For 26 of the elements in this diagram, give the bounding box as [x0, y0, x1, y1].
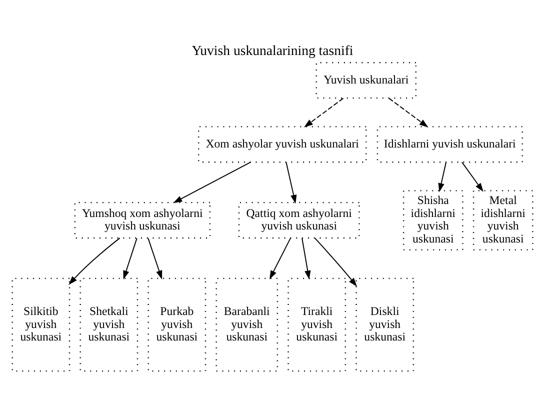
node-box: Barabanli yuvish uskunasi	[216, 277, 278, 372]
arrow	[388, 97, 428, 127]
node-box: Yumshoq xom ashyolarni yuvish uskunasi	[74, 201, 211, 238]
node-box: Qattiq xom ashyolarni yuvish uskunasi	[238, 201, 360, 238]
node-box: Shisha idishlarni yuvish uskunasi	[402, 190, 464, 250]
node-box: Xom ashyolar yuvish uskunalari	[198, 126, 367, 162]
node-box: Yuvish uskunalari	[316, 62, 416, 98]
arrow	[302, 237, 311, 280]
arrow	[148, 237, 162, 279]
diagram-title: Yuvish uskunalarining tasnifi	[192, 42, 354, 58]
arrow	[173, 161, 252, 203]
arrow	[269, 237, 291, 279]
node-box: Metal idishlarni yuvish uskunasi	[472, 190, 534, 250]
node-box: Silkitib yuvish uskunasi	[12, 277, 70, 372]
node-box: Shetkali yuvish uskunasi	[80, 277, 138, 372]
node-box: Purkab yuvish uskunasi	[148, 277, 206, 372]
arrow	[461, 161, 484, 192]
arrow	[68, 237, 120, 284]
arrow	[123, 237, 138, 279]
arrow	[314, 237, 358, 286]
node-box: Tirakli yuvish uskunasi	[288, 277, 346, 372]
node-box: Idishlarni yuvish uskunalari	[376, 126, 523, 162]
arrow	[304, 97, 344, 127]
arrow	[286, 161, 297, 204]
arrow	[438, 161, 447, 192]
node-box: Diskli yuvish uskunasi	[356, 277, 414, 372]
